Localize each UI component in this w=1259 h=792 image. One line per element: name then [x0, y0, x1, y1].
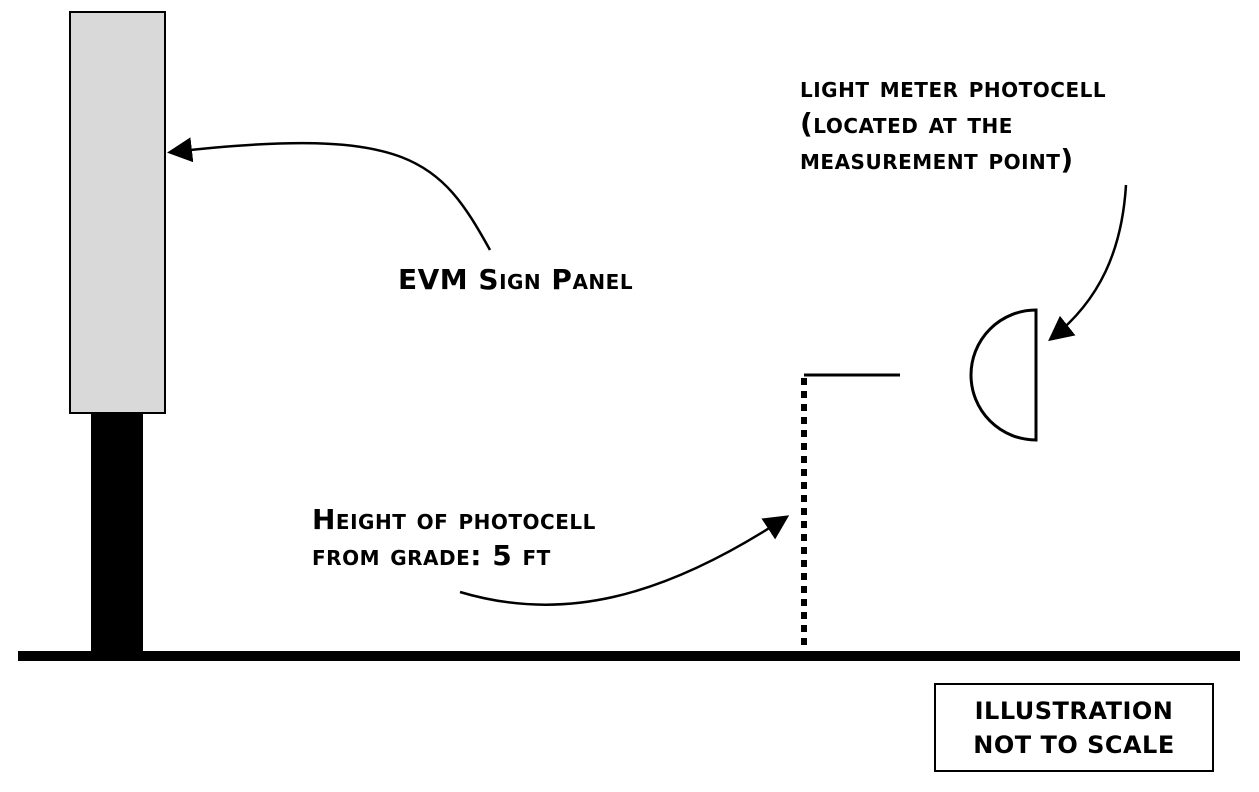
sign-panel-arrow [167, 137, 492, 251]
photocell-semicircle [969, 308, 1038, 442]
sign-post [91, 412, 143, 656]
photocell-label-line-1: light meter photocell [800, 71, 1107, 104]
photocell-label: light meter photocell (located at the me… [800, 70, 1106, 178]
height-label-line-2: from grade: 5 ft [312, 539, 551, 572]
scale-note-line-1: ILLUSTRATION [974, 696, 1174, 725]
photocell-arrow [1048, 184, 1128, 342]
photocell-label-line-3: measurement point) [800, 143, 1074, 176]
ground-line [18, 651, 1240, 661]
height-label-line-1: Height of photocell [312, 503, 596, 536]
scale-note-line-2: NOT TO SCALE [973, 730, 1175, 759]
not-to-scale-note: ILLUSTRATION NOT TO SCALE [934, 683, 1214, 772]
photocell-label-line-2: (located at the [800, 107, 1013, 140]
evm-sign-panel [69, 11, 166, 414]
height-label: Height of photocell from grade: 5 ft [312, 502, 596, 574]
sign-panel-label: EVM Sign Panel [398, 263, 634, 296]
height-arrow [459, 515, 790, 606]
